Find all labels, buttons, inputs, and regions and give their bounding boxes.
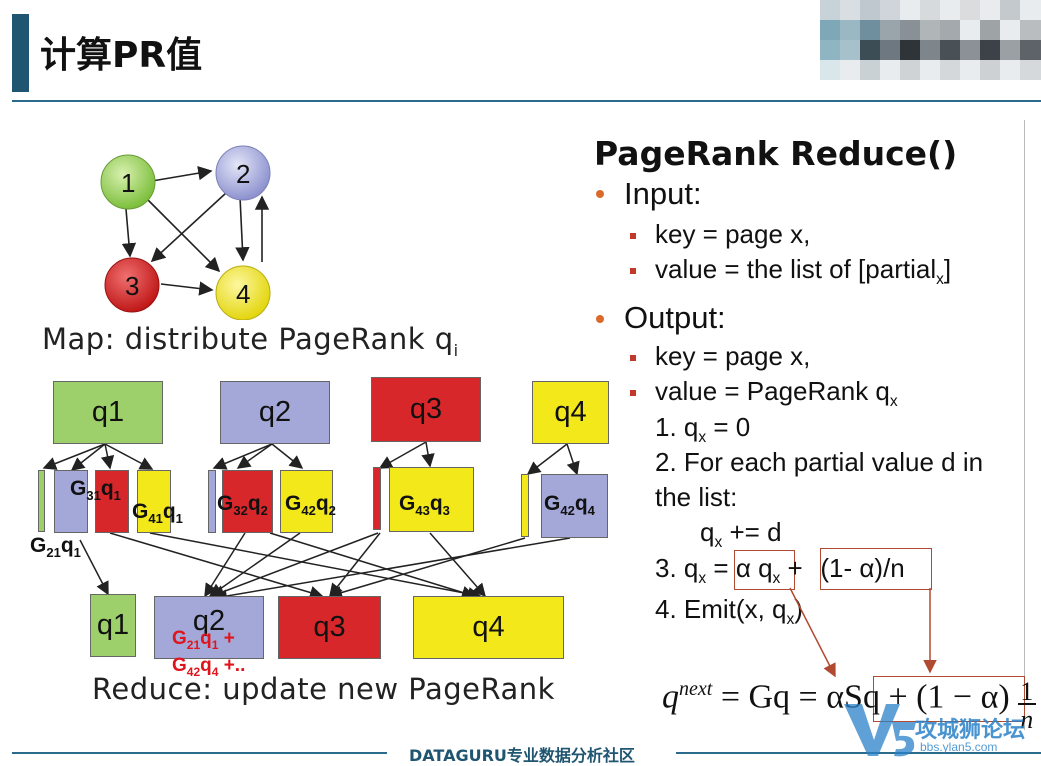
step-2-line2: the list: <box>655 482 738 512</box>
output-value: value = PageRank qx <box>655 376 898 411</box>
graph-node-label-3: 3 <box>125 271 140 301</box>
partial-label-g31q1: G31q1 <box>70 477 121 504</box>
reduce-label: Reduce: update new PageRank <box>92 672 555 706</box>
title-divider <box>12 100 1041 102</box>
step-2-line3: qx += d <box>700 517 782 552</box>
map-box-q1: q1 <box>53 381 163 444</box>
right-border-line <box>1024 120 1025 730</box>
partial-strip <box>521 474 529 537</box>
partial-label-g42q2: G42q2 <box>285 492 336 519</box>
reduce-box-q1: q1 <box>90 594 136 657</box>
partial-strip <box>389 467 474 532</box>
partial-strip <box>541 474 608 538</box>
partial-strip <box>373 467 381 530</box>
reduce-box-q4: q4 <box>413 596 564 659</box>
reduce-box-q2: q2 <box>154 596 264 659</box>
footer-text: DATAGURU专业数据分析社区 <box>409 746 635 765</box>
bullet-icon <box>630 355 636 361</box>
partial-label-g32q2: G32q2 <box>217 492 268 519</box>
output-key: key = page x, <box>655 341 811 371</box>
partial-label-g21q1: G21q1 <box>30 534 81 561</box>
input-key: key = page x, <box>655 219 811 249</box>
bullet-icon <box>596 315 604 323</box>
alpha-qx-highlight <box>734 550 795 590</box>
input-value: value = the list of [partialx] <box>655 254 952 289</box>
graph-node-label-1: 1 <box>121 168 136 198</box>
partial-strip <box>280 470 333 533</box>
partial-label-g42q4: G42q4 <box>544 492 595 519</box>
formula-term-highlight <box>873 676 1025 722</box>
link-graph-diagram <box>100 145 271 320</box>
bullet-icon <box>630 268 636 274</box>
q2-sum-line1: G21q1 + <box>172 628 235 652</box>
bullet-icon <box>596 190 604 198</box>
step-2-line1: 2. For each partial value d in <box>655 447 984 477</box>
map-box-q3: q3 <box>371 377 481 442</box>
partial-strip <box>95 470 129 533</box>
map-box-q2: q2 <box>220 381 330 444</box>
pagerank-formula: qnext = Gq = αSq + (1 − α) 1 n Uq <box>662 677 1041 734</box>
bullet-icon <box>630 390 636 396</box>
blurred-logo-image <box>820 0 1041 80</box>
partial-strip <box>54 470 88 533</box>
watermark-logo-icon <box>844 704 916 757</box>
watermark-text: 攻城狮论坛 <box>915 718 1026 743</box>
graph-node-label-4: 4 <box>236 279 251 309</box>
bullet-icon <box>630 233 636 239</box>
partial-strip <box>38 470 45 532</box>
map-box-q4: q4 <box>532 381 609 444</box>
step-4: 4. Emit(x, qx) <box>655 594 803 629</box>
reduce-box-q3: q3 <box>278 596 381 659</box>
watermark-url: bbs.ylan5.com <box>920 740 998 754</box>
partial-strip <box>208 470 216 533</box>
teleport-term-highlight <box>820 548 932 590</box>
partial-strip <box>137 470 171 533</box>
partial-label-g43q3: G43q3 <box>399 492 450 519</box>
step-1: 1. qx = 0 <box>655 412 751 447</box>
partial-label-g41q1: G41q1 <box>132 500 183 527</box>
step-3: 3. qx = α qx + (1- α)/n <box>655 553 905 588</box>
reduce-heading: PageRank Reduce() <box>594 134 958 173</box>
footer-line-right <box>676 752 1041 754</box>
graph-node-label-2: 2 <box>236 159 251 189</box>
title-accent-bar <box>12 14 29 92</box>
partial-strip <box>222 470 273 533</box>
slide-title: 计算PR值 <box>40 35 203 76</box>
input-label: Input: <box>624 176 702 211</box>
output-label: Output: <box>624 300 726 335</box>
footer-line-left <box>12 752 387 754</box>
q2-sum-line2: G42q4 +.. <box>172 655 246 679</box>
map-label: Map: distribute PageRank qi <box>42 322 459 360</box>
